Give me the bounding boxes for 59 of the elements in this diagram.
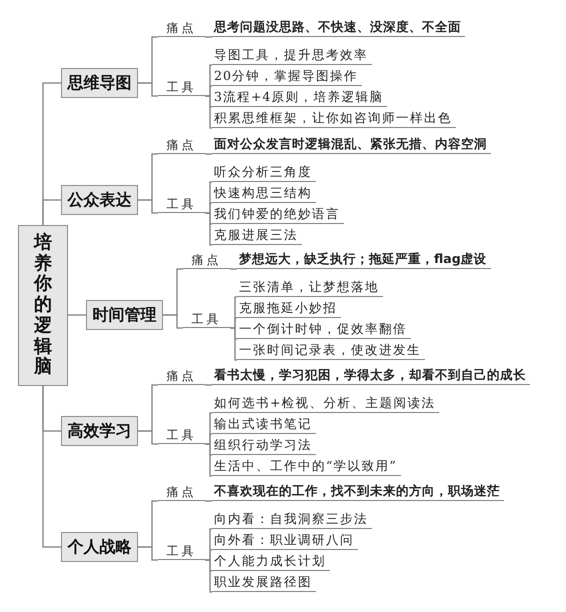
underlined-item: 20分钟，掌握导图操作	[212, 67, 362, 86]
connector-line	[138, 430, 158, 445]
underlined-item: 输出式读书笔记	[212, 415, 316, 434]
connector-line	[205, 212, 212, 246]
branch-box: 高效学习	[61, 416, 138, 446]
underlined-item: 如何选书+检视、分析、主题阅读法	[212, 394, 440, 413]
connector-line	[68, 314, 86, 316]
underlined-item: 克服进展三法	[212, 226, 302, 245]
underlined-item: 快速构思三结构	[212, 184, 316, 203]
connector-line	[230, 327, 237, 361]
branch-box: 思维导图	[61, 68, 138, 98]
connector-line	[205, 153, 212, 155]
branch-label: 痛点	[158, 483, 205, 501]
underlined-item: 向外看：职业调研八问	[212, 531, 358, 550]
connector-line	[205, 443, 212, 477]
connector-line	[205, 36, 212, 38]
branch-label: 痛点	[158, 19, 205, 37]
underlined-item: 个人能力成长计划	[212, 552, 330, 571]
underlined-item: 看书太慢，学习犯困，学得太多，却看不到自己的成长	[212, 366, 530, 385]
underlined-item: 3流程+4原则，培养逻辑脑	[212, 88, 388, 107]
connector-line	[205, 384, 212, 386]
connector-line	[138, 199, 158, 214]
underlined-item: 三张清单，让梦想落地	[237, 278, 383, 297]
branch-box: 个人战略	[61, 532, 138, 562]
branch-label: 工具	[183, 310, 230, 328]
connector-line	[205, 95, 212, 129]
branch-box: 公众表达	[61, 185, 138, 215]
underlined-item: 积累思维框架，让你如咨询师一样出色	[212, 109, 456, 128]
connector-line	[42, 199, 61, 225]
underlined-item: 思考问题没思路、不快速、没深度、不全面	[212, 18, 465, 37]
branch-label: 工具	[158, 78, 205, 96]
underlined-item: 听众分析三角度	[212, 163, 316, 182]
underlined-item: 梦想远大，缺乏执行；拖延严重，flag虚设	[237, 250, 491, 269]
underlined-item: 克服拖延小妙招	[237, 299, 341, 318]
underlined-item: 不喜欢现在的工作，找不到未来的方向，职场迷茫	[212, 482, 504, 501]
underlined-item: 面对公众发言时逻辑混乱、紧张无措、内容空洞	[212, 135, 491, 154]
underlined-item: 向内看：自我洞察三步法	[212, 510, 372, 529]
underlined-item: 职业发展路径图	[212, 573, 316, 592]
connector-line	[205, 559, 212, 593]
topic-box: 培养你的逻辑脑	[18, 225, 68, 386]
branch-box: 时间管理	[86, 300, 163, 330]
branch-label: 痛点	[183, 251, 230, 269]
branch-label: 痛点	[158, 367, 205, 385]
underlined-item: 一张时间记录表，使改进发生	[237, 341, 425, 360]
connector-line	[163, 314, 183, 329]
connector-line	[138, 82, 158, 97]
underlined-item: 我们钟爱的绝妙语言	[212, 205, 344, 224]
branch-label: 工具	[158, 426, 205, 444]
underlined-item: 生活中、工作中的“学以致用”	[212, 457, 401, 476]
connector-line	[42, 386, 61, 548]
connector-line	[230, 268, 237, 270]
underlined-item: 一个倒计时钟，促效率翻倍	[237, 320, 411, 339]
underlined-item: 组织行动学习法	[212, 436, 316, 455]
branch-label: 痛点	[158, 136, 205, 154]
branch-label: 工具	[158, 542, 205, 560]
branch-label: 工具	[158, 195, 205, 213]
connector-line	[138, 546, 158, 561]
connector-line	[205, 500, 212, 502]
underlined-item: 导图工具，提升思考效率	[212, 46, 372, 65]
